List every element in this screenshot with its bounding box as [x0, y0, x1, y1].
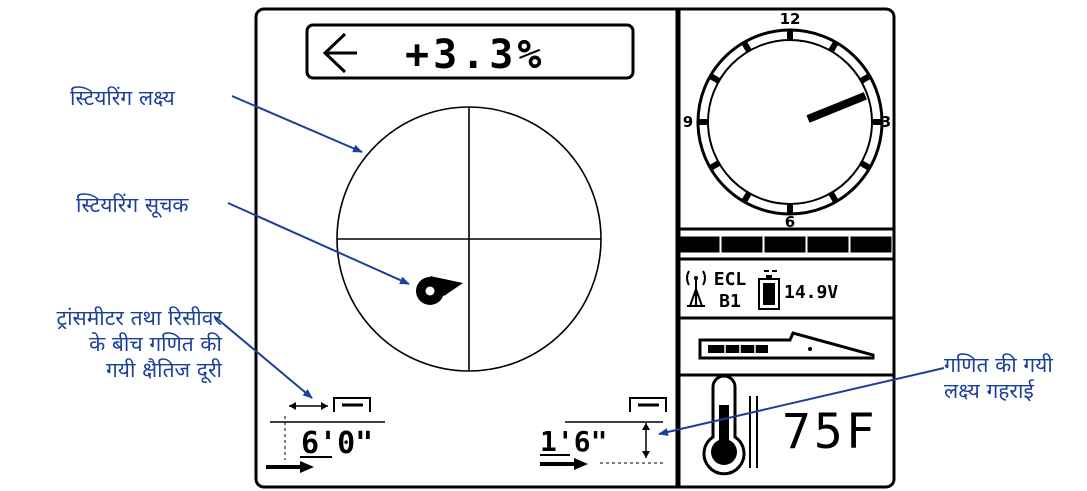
clock-label-12: 12 — [780, 10, 801, 28]
target-depth-value: 1'6" — [540, 425, 607, 458]
temperature-section: 75F — [702, 374, 878, 476]
clock-tick — [708, 73, 721, 84]
mode-line-2: B1 — [719, 291, 741, 312]
signal-segment — [850, 236, 892, 253]
signal-segment — [807, 236, 849, 253]
horizontal-distance-value: 6'0" — [301, 426, 373, 461]
clock-tick — [708, 160, 721, 171]
battery-icon — [758, 270, 780, 310]
signal-segment — [678, 236, 720, 253]
leader-steering-indicator — [227, 202, 410, 285]
leader-horizontal-distance — [213, 315, 313, 399]
callout-target-depth-line-2: लक्ष्य गहराई — [944, 379, 1034, 403]
roll-clock: 12 9 3 6 — [683, 10, 891, 231]
target-depth-readout: 1'6" — [540, 397, 667, 470]
clock-tick — [828, 191, 839, 204]
callout-horizontal-distance-line-2: के बीच गणित की — [89, 332, 222, 356]
leader-target-depth — [658, 367, 945, 436]
pitch-readout: +3.3% — [305, 23, 635, 80]
callout-steering-target: स्टियरिंग लक्ष्य — [70, 86, 175, 110]
leader-steering-target — [231, 95, 363, 153]
clock-tick — [741, 40, 752, 53]
clock-tick — [828, 40, 839, 53]
thermometer-icon — [702, 374, 758, 476]
signal-strength-bar — [678, 236, 892, 253]
callout-steering-indicator: स्टियरिंग सूचक — [76, 193, 189, 217]
steering-indicator — [416, 276, 463, 305]
callout-horizontal-distance: ट्रांसमीटर तथा रिसीवर के बीच गणित की गयी… — [6, 305, 223, 383]
clock-hand — [806, 92, 867, 123]
clock-tick — [741, 191, 752, 204]
antenna-icon — [686, 270, 706, 307]
clock-tick — [859, 73, 872, 84]
mode-line-1: ECL — [714, 269, 747, 290]
clock-label-6: 6 — [785, 213, 795, 231]
horizontal-distance-readout: 6'0" — [266, 397, 385, 473]
callout-target-depth-line-1: गणित की गयी — [944, 353, 1053, 377]
clock-tick-marks — [698, 30, 882, 214]
callout-horizontal-distance-line-3: गयी क्षैतिज दूरी — [105, 358, 222, 382]
callout-horizontal-distance-line-1: ट्रांसमीटर तथा रिसीवर — [56, 306, 223, 330]
callout-leaders — [213, 95, 945, 436]
clock-label-3: 3 — [881, 113, 891, 131]
callout-target-depth: गणित की गयी लक्ष्य गहराई — [944, 352, 1053, 404]
battery-voltage: 14.9V — [784, 282, 838, 303]
signal-segment — [764, 236, 806, 253]
pitch-arrow-icon — [322, 32, 357, 74]
clock-label-9: 9 — [683, 113, 693, 131]
transmitter-battery-icon — [698, 331, 875, 360]
steering-target — [336, 106, 602, 372]
signal-segment — [721, 236, 763, 253]
status-row: ECL B1 14.9V — [686, 269, 838, 312]
pitch-value: +3.3% — [405, 32, 545, 78]
temperature-value: 75F — [782, 404, 878, 460]
clock-tick — [859, 160, 872, 171]
